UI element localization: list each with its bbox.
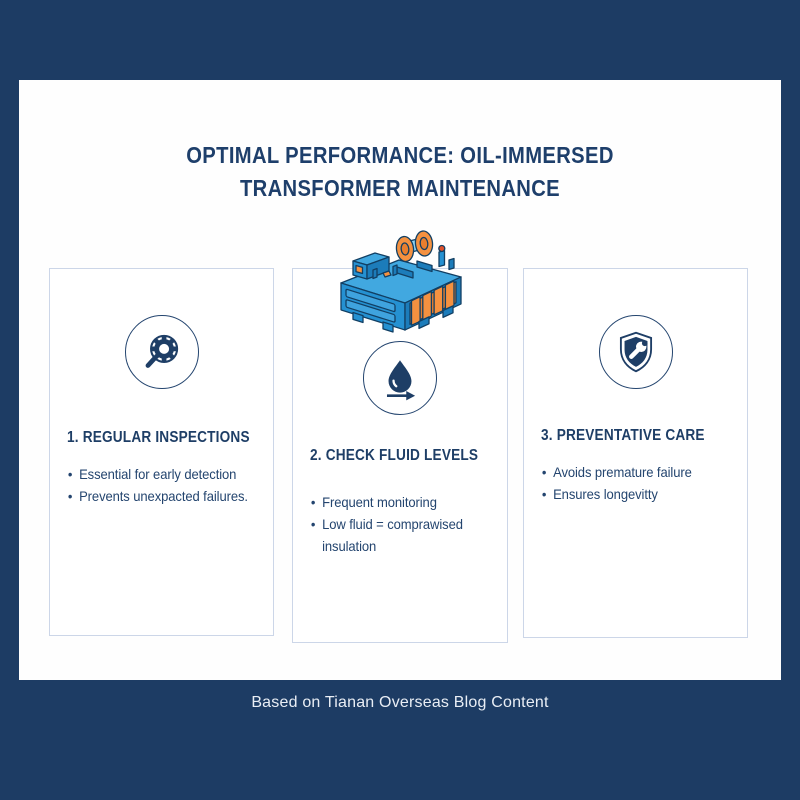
gear-magnifier-icon	[145, 334, 178, 368]
footer-attribution: Based on Tianan Overseas Blog Content	[251, 694, 549, 711]
page-title-line-1: OPTIMAL PERFORMANCE: OIL-IMMERSED	[186, 142, 614, 168]
card-title: 1. REGULAR INSPECTIONS	[67, 429, 250, 446]
card-preventative-care: 3. PREVENTATIVE CARE Avoids premature fa…	[523, 268, 748, 638]
oil-immersed-transformer-icon	[340, 230, 462, 333]
card-bullet-list: Avoids premature failure Ensures longevi…	[541, 461, 725, 505]
bullet-item: Ensures longevitty	[541, 483, 725, 505]
card-regular-inspections: 1. REGULAR INSPECTIONS Essential for ear…	[49, 268, 274, 636]
bullet-item: Frequent monitoring	[310, 491, 494, 513]
card-title: 3. PREVENTATIVE CARE	[541, 427, 705, 444]
shield-wrench-icon	[619, 331, 652, 373]
transformer-illustration	[327, 219, 477, 337]
card-check-fluid-levels: 2. CHECK FLUID LEVELS Frequent monitorin…	[292, 268, 508, 643]
bullet-item: Prevents unexpacted failures.	[67, 485, 251, 507]
card-title: 2. CHECK FLUID LEVELS	[310, 447, 479, 464]
card-icon-circle	[598, 315, 673, 389]
fluid-drop-arrow-icon	[386, 360, 416, 401]
bullet-item: Low fluid = comprawised insulation	[310, 513, 494, 557]
page-title-line-2: TRANSFORMER MAINTENANCE	[239, 175, 561, 201]
card-bullet-list: Frequent monitoring Low fluid = comprawi…	[310, 491, 494, 557]
card-bullet-list: Essential for early detection Prevents u…	[67, 463, 251, 507]
page-title: OPTIMAL PERFORMANCE: OIL-IMMERSED TRANSF…	[0, 139, 800, 205]
bullet-item: Avoids premature failure	[541, 461, 725, 483]
bullet-item: Essential for early detection	[67, 463, 251, 485]
card-icon-circle	[124, 315, 199, 389]
card-icon-circle	[363, 341, 437, 415]
